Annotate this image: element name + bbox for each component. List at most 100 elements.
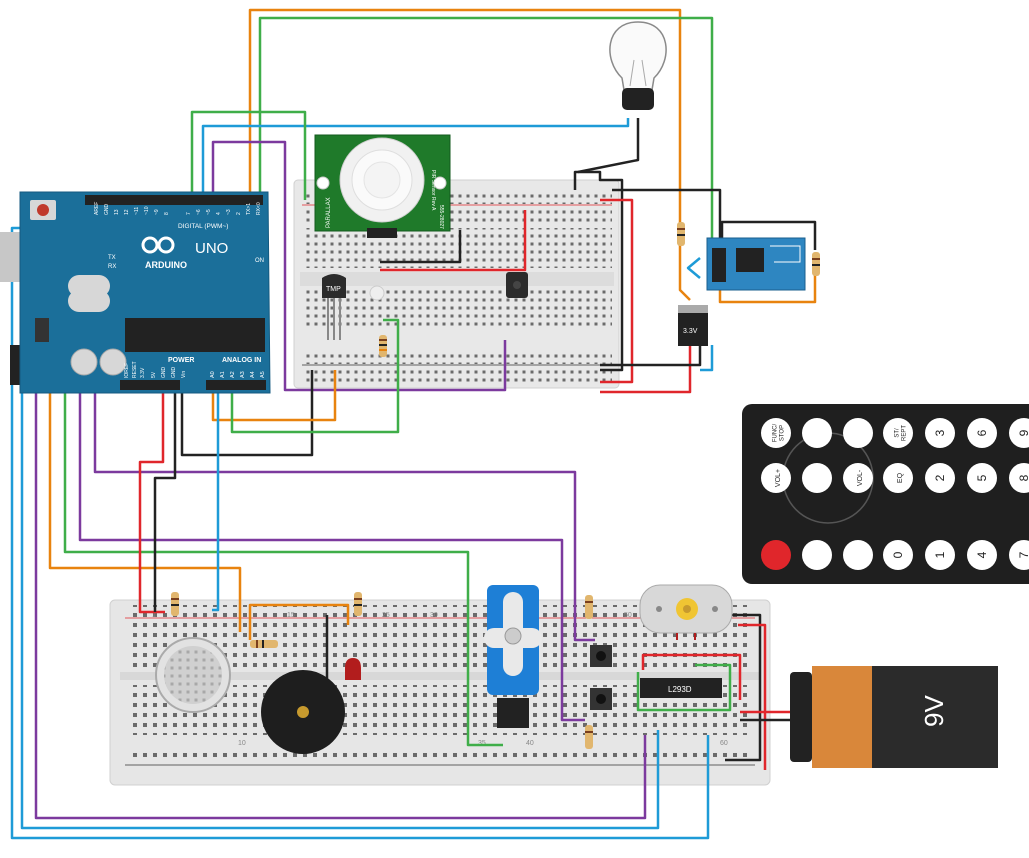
wire-orange-a0 bbox=[211, 370, 337, 422]
red-led[interactable] bbox=[345, 658, 361, 680]
svg-text:8: 8 bbox=[164, 212, 170, 215]
remote-button-six[interactable] bbox=[967, 418, 997, 448]
ir-receiver[interactable] bbox=[506, 272, 528, 298]
remote-button-vol-down[interactable] bbox=[843, 463, 873, 493]
wire-red-top bbox=[380, 210, 527, 272]
driver-label: L293D bbox=[668, 685, 692, 694]
svg-text:12: 12 bbox=[124, 209, 130, 215]
pir-part-no: 555-28027 bbox=[438, 205, 444, 229]
remote-button-five[interactable] bbox=[967, 463, 997, 493]
remote-button-three[interactable] bbox=[925, 418, 955, 448]
push-buttons[interactable] bbox=[590, 645, 612, 710]
remote-button-two[interactable] bbox=[925, 463, 955, 493]
breadboard-number-30: 30 bbox=[430, 612, 438, 619]
wire-black-bulb bbox=[577, 118, 640, 174]
wire-red-right bbox=[600, 198, 634, 384]
svg-text:2: 2 bbox=[236, 212, 242, 215]
breadboard-number-1: 1 bbox=[152, 612, 156, 619]
digital-header bbox=[85, 195, 263, 205]
remote-button-label: STOP bbox=[780, 425, 786, 441]
breadboard-number-40: 40 bbox=[526, 740, 534, 747]
wire-black-right bbox=[573, 170, 624, 372]
remote-button-label: EQ bbox=[897, 472, 904, 483]
svg-text:13: 13 bbox=[114, 209, 120, 215]
svg-text:7: 7 bbox=[186, 212, 192, 215]
svg-text:A3: A3 bbox=[240, 371, 246, 378]
remote-button-label: 4 bbox=[975, 551, 989, 558]
wire-black-pir bbox=[380, 230, 462, 264]
svg-text:GND: GND bbox=[171, 367, 177, 379]
remote-button-label: 0 bbox=[891, 551, 905, 558]
remote-button-label: 2 bbox=[933, 474, 947, 481]
battery-label: 9V bbox=[919, 695, 949, 727]
arduino-digital-pins: AREF GND 13 12 ~11 ~10 ~9 8 7 ~6 ~5 4 ~3… bbox=[94, 202, 262, 215]
remote-button-one[interactable] bbox=[925, 540, 955, 570]
remote-button-play-pause[interactable] bbox=[802, 463, 832, 493]
arduino-on-label: ON bbox=[255, 258, 264, 264]
wire-green-pir bbox=[190, 110, 307, 200]
breadboard-number-15: 15 bbox=[287, 612, 295, 619]
photo-led[interactable] bbox=[369, 285, 385, 301]
wire-purple-top bbox=[211, 140, 507, 392]
battery-9v[interactable]: 9V bbox=[790, 666, 998, 768]
tmp-sensor[interactable]: TMP bbox=[322, 274, 346, 340]
breadboard-number-60: 60 bbox=[720, 740, 728, 747]
svg-text:RESET: RESET bbox=[132, 361, 138, 378]
piezo-buzzer[interactable] bbox=[261, 670, 345, 754]
svg-text:~9: ~9 bbox=[154, 209, 160, 215]
remote-button-zero[interactable] bbox=[883, 540, 913, 570]
wire-black-reg bbox=[612, 188, 722, 240]
svg-text:TX>1: TX>1 bbox=[246, 203, 252, 215]
remote-button-skip-forward[interactable] bbox=[802, 540, 832, 570]
arduino-digital-label: DIGITAL (PWM~) bbox=[178, 223, 228, 230]
remote-button-label: 9 bbox=[1017, 429, 1029, 436]
remote-button-down[interactable] bbox=[843, 540, 873, 570]
remote-button-label: 6 bbox=[975, 429, 989, 436]
remote-button-st-rept[interactable] bbox=[883, 418, 913, 448]
arduino-model: UNO bbox=[195, 240, 228, 257]
svg-text:~3: ~3 bbox=[226, 209, 232, 215]
remote-button-power[interactable] bbox=[761, 540, 791, 570]
remote-button-label: ST/ bbox=[895, 428, 901, 438]
remote-button-label: 8 bbox=[1017, 474, 1029, 481]
resistor-esp-left[interactable] bbox=[677, 222, 685, 246]
remote-button-nine[interactable] bbox=[1009, 418, 1029, 448]
voltage-regulator[interactable]: 3.3V bbox=[678, 305, 708, 346]
remote-button-four[interactable] bbox=[967, 540, 997, 570]
servo-motor[interactable] bbox=[484, 585, 542, 728]
arduino-rx-label: RX bbox=[108, 264, 116, 270]
l293d-driver[interactable]: L293D bbox=[640, 678, 722, 698]
gas-sensor[interactable] bbox=[155, 637, 231, 713]
remote-button-label: 7 bbox=[1017, 551, 1029, 558]
svg-text:A1: A1 bbox=[220, 371, 226, 378]
wire-orange-esp bbox=[718, 260, 817, 304]
arduino-uno[interactable]: ARDUINO UNO DIGITAL (PWM~) POWER ANALOG … bbox=[0, 191, 271, 394]
svg-text:A2: A2 bbox=[230, 371, 236, 378]
svg-text:RX<0: RX<0 bbox=[256, 202, 262, 215]
remote-button-skip-back[interactable] bbox=[802, 418, 832, 448]
remote-button-func-stop[interactable] bbox=[761, 418, 791, 448]
resistor-esp-right[interactable] bbox=[812, 252, 820, 276]
remote-button-eq[interactable] bbox=[883, 463, 913, 493]
wire-black-gnd bbox=[153, 385, 177, 612]
svg-text:A5: A5 bbox=[260, 371, 266, 378]
light-bulb[interactable] bbox=[609, 21, 667, 110]
remote-button-up[interactable] bbox=[843, 418, 873, 448]
pir-sensor[interactable]: PARALLAX PIR Sensor Rev A 555-28027 bbox=[314, 134, 451, 238]
esp8266-module[interactable] bbox=[706, 237, 806, 291]
remote-button-vol-up[interactable] bbox=[761, 463, 791, 493]
resistor-upper[interactable] bbox=[379, 335, 387, 357]
pir-label-right: PIR Sensor Rev A bbox=[430, 170, 436, 211]
remote-button-seven[interactable] bbox=[1009, 540, 1029, 570]
lower-resistors[interactable] bbox=[171, 592, 593, 749]
svg-text:GND: GND bbox=[161, 367, 167, 379]
svg-text:Vin: Vin bbox=[181, 371, 187, 378]
breadboard-number-35: 35 bbox=[478, 740, 486, 747]
dc-motor[interactable] bbox=[639, 584, 733, 640]
remote-button-eight[interactable] bbox=[1009, 463, 1029, 493]
wire-green-l293 bbox=[636, 663, 732, 712]
analog-header bbox=[206, 380, 266, 390]
